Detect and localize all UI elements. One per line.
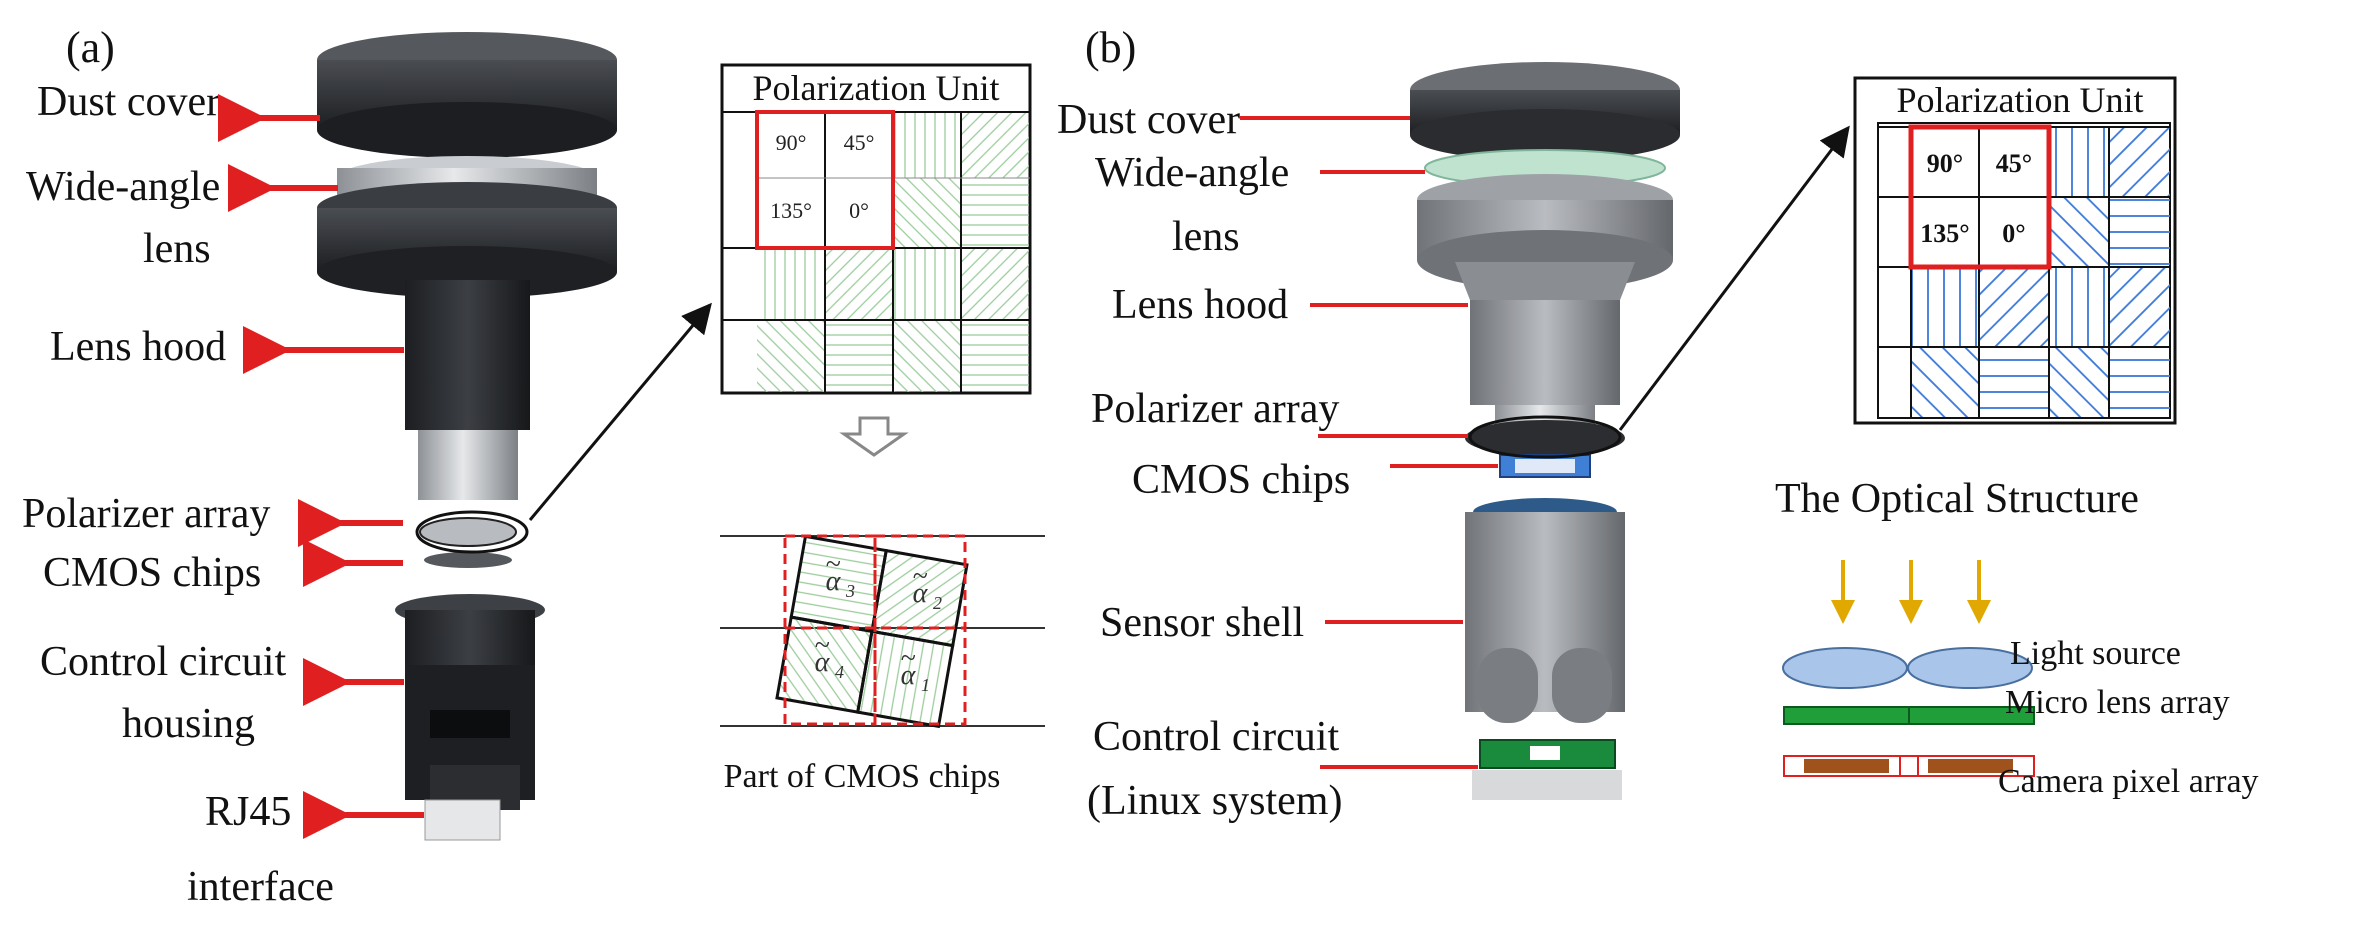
label-micro-lens-array: Micro lens array — [2005, 684, 2230, 721]
label-dust-cover-a: Dust cover — [37, 79, 220, 125]
svg-text:α: α — [913, 578, 929, 609]
polarization-unit-a: Polarization Unit — [720, 63, 1032, 395]
label-camera-pixel-array: Camera pixel array — [1998, 763, 2259, 800]
label-sensor-shell-b: Sensor shell — [1100, 600, 1304, 646]
svg-text:α: α — [826, 566, 842, 597]
label-rj45-interface-a-line2: interface — [187, 864, 334, 910]
angle-90-b: 90° — [1927, 149, 1963, 178]
cmos-detail-a: ~ α 3 ~ α 2 ~ α 4 ~ α 1 Part of CMOS chi… — [720, 534, 1045, 795]
svg-text:α: α — [901, 660, 917, 691]
label-wide-angle-lens-a-line1: Wide-angle — [26, 164, 220, 210]
label-polarizer-array-a: Polarizer array — [22, 491, 270, 537]
angle-45-b: 45° — [1996, 149, 2032, 178]
angle-90-a: 90° — [776, 130, 807, 155]
polarization-unit-b: Polarization Unit — [1853, 76, 2177, 425]
angle-0-a: 0° — [849, 198, 869, 223]
camera-a-illustration — [317, 32, 617, 841]
cmos-detail-caption: Part of CMOS chips — [724, 758, 1001, 795]
angle-135-a: 135° — [770, 198, 812, 223]
polarization-unit-a-grid — [722, 111, 1030, 393]
polarization-unit-b-highlight — [1908, 124, 2052, 270]
svg-text:~: ~ — [814, 630, 829, 661]
svg-text:~: ~ — [825, 549, 840, 580]
label-wide-angle-lens-b-line2: lens — [1172, 214, 1240, 260]
optical-structure-title: The Optical Structure — [1775, 476, 2139, 522]
micro-lens-right — [1907, 647, 2033, 689]
micro-lens-left — [1782, 647, 1908, 689]
camera-b-illustration — [1410, 62, 1680, 800]
angle-45-a: 45° — [844, 130, 875, 155]
label-light-source: Light source — [2010, 635, 2181, 672]
label-cmos-chips-b: CMOS chips — [1132, 457, 1350, 503]
label-lens-hood-a: Lens hood — [50, 324, 226, 370]
svg-text:1: 1 — [921, 675, 930, 695]
optical-structure: The Optical Structure Light source Micro… — [1775, 476, 2259, 800]
label-control-circuit-housing-a-line1: Control circuit — [40, 639, 286, 685]
label-wide-angle-lens-a-line2: lens — [143, 226, 211, 272]
component-wide-angle-lens-b: Wide-angle lens — [1095, 150, 1425, 260]
zoom-arrow-b — [1618, 125, 1850, 431]
component-rj45-interface-a: RJ45 interface — [187, 789, 424, 910]
label-control-circuit-housing-a-line2: housing — [122, 701, 255, 747]
label-dust-cover-b: Dust cover — [1057, 97, 1240, 143]
angle-135-b: 135° — [1920, 219, 1969, 248]
component-lens-hood-b: Lens hood — [1112, 282, 1468, 328]
component-cmos-chips-a: CMOS chips — [43, 539, 403, 596]
label-cmos-chips-a: CMOS chips — [43, 550, 261, 596]
polarization-unit-b-title: Polarization Unit — [1897, 80, 2144, 120]
panel-a-tag: (a) — [66, 23, 115, 72]
component-cmos-chips-b: CMOS chips — [1132, 457, 1498, 503]
component-dust-cover-a: Dust cover — [37, 79, 320, 142]
svg-text:α: α — [815, 647, 831, 678]
pixel-alpha-3: ~ α 3 — [825, 549, 855, 601]
component-dust-cover-b: Dust cover — [1057, 97, 1410, 143]
polarization-unit-a-title: Polarization Unit — [753, 68, 1000, 108]
pixel-alpha-1: ~ α 1 — [900, 643, 930, 695]
svg-text:~: ~ — [900, 643, 915, 674]
component-control-circuit-housing-a: Control circuit housing — [40, 639, 404, 747]
component-polarizer-array-a: Polarizer array — [22, 491, 403, 547]
pixel-alpha-4: ~ α 4 — [814, 630, 844, 682]
svg-text:3: 3 — [845, 581, 855, 601]
svg-text:4: 4 — [835, 662, 844, 682]
label-control-circuit-b-line1: Control circuit — [1093, 714, 1339, 760]
component-lens-hood-a: Lens hood — [50, 324, 404, 374]
pixel-alpha-2: ~ α 2 — [912, 561, 942, 613]
label-control-circuit-b-line2: (Linux system) — [1087, 778, 1342, 824]
label-lens-hood-b: Lens hood — [1112, 282, 1288, 328]
component-polarizer-array-b: Polarizer array — [1091, 386, 1468, 438]
component-sensor-shell-b: Sensor shell — [1100, 600, 1463, 646]
label-wide-angle-lens-b-line1: Wide-angle — [1095, 150, 1289, 196]
panel-b-tag: (b) — [1085, 23, 1136, 72]
down-arrow-icon — [839, 416, 909, 457]
component-control-circuit-b: Control circuit (Linux system) — [1087, 714, 1478, 824]
svg-text:2: 2 — [933, 593, 942, 613]
label-rj45-interface-a-line1: RJ45 — [205, 789, 291, 835]
svg-text:~: ~ — [912, 561, 927, 592]
zoom-arrow-a — [528, 302, 712, 521]
polarization-unit-b-grid — [1878, 126, 2170, 418]
angle-0-b: 0° — [2002, 219, 2025, 248]
component-wide-angle-lens-a: Wide-angle lens — [26, 164, 338, 272]
polarization-unit-a-highlight — [755, 110, 895, 250]
label-polarizer-array-b: Polarizer array — [1091, 386, 1339, 432]
